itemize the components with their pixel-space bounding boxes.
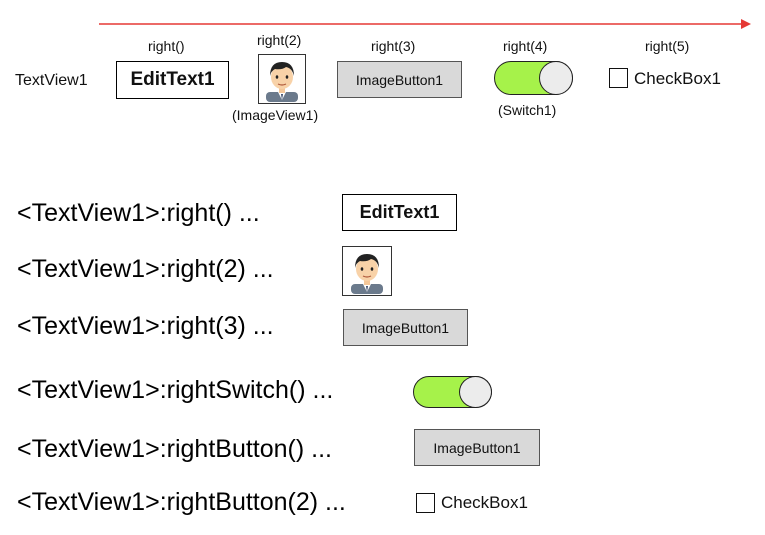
switch-knob — [539, 61, 573, 95]
switch1[interactable] — [494, 61, 573, 95]
switch-knob — [459, 376, 492, 408]
checkbox1-label: CheckBox1 — [634, 69, 721, 88]
example-switch1[interactable] — [413, 376, 492, 408]
imageview1 — [258, 54, 306, 104]
example-checkbox1-box[interactable] — [416, 493, 435, 513]
example-imagebutton1[interactable]: ImageButton1 — [343, 309, 468, 346]
example-code-1: <TextView1>:right() ... — [17, 199, 260, 227]
example-code-5: <TextView1>:rightButton() ... — [17, 435, 332, 463]
direction-arrow — [99, 19, 751, 29]
example-imagebutton1-b[interactable]: ImageButton1 — [414, 429, 540, 466]
example-code-4: <TextView1>:rightSwitch() ... — [17, 376, 334, 404]
label-right-4: right(4) — [503, 38, 548, 54]
example-edittext1[interactable]: EditText1 — [342, 194, 457, 231]
example-code-6: <TextView1>:rightButton(2) ... — [17, 488, 346, 516]
person-avatar-icon — [351, 254, 383, 294]
label-right-3: right(3) — [371, 38, 416, 54]
imageview1-caption: (ImageView1) — [232, 107, 319, 123]
example-code-2: <TextView1>:right(2) ... — [17, 255, 274, 283]
edittext1[interactable]: EditText1 — [116, 61, 229, 99]
example-checkbox1-label: CheckBox1 — [441, 493, 528, 512]
label-right-2: right(2) — [257, 32, 302, 48]
person-avatar-icon — [266, 62, 298, 102]
label-right-5: right(5) — [645, 38, 690, 54]
switch1-caption: (Switch1) — [498, 102, 557, 118]
textview1: TextView1 — [15, 72, 88, 89]
checkbox1-box[interactable] — [609, 68, 628, 88]
label-right: right() — [148, 38, 185, 54]
example-code-3: <TextView1>:right(3) ... — [17, 312, 274, 340]
example-imageview1 — [342, 246, 392, 296]
imagebutton1[interactable]: ImageButton1 — [337, 61, 462, 98]
